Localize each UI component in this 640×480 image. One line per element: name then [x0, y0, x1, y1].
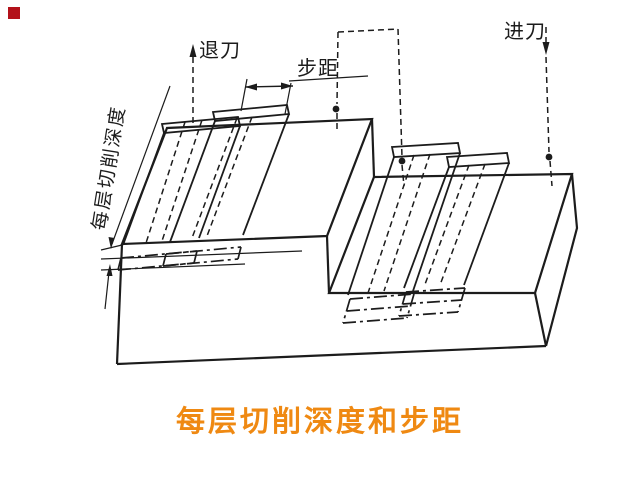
toolpath-pass-1	[117, 116, 242, 271]
toolpath-pass-3	[342, 142, 462, 324]
plunge-arrow	[542, 27, 553, 187]
step-distance-dimension	[240, 75, 369, 115]
retract-tool-label: 退刀	[199, 40, 241, 62]
plunge-tool-label: 进刀	[504, 21, 546, 43]
depth-dimension	[104, 85, 171, 310]
retract-arrow	[189, 44, 197, 126]
red-corner-marker	[8, 7, 20, 19]
toolpath-pass-2	[162, 104, 291, 267]
step-distance-label: 步距	[297, 58, 339, 80]
diagram-caption: 每层切削深度和步距	[175, 406, 464, 438]
toolpath-pass-4	[398, 152, 511, 317]
workpiece-outline	[100, 117, 579, 366]
rapid-traverse-path	[332, 28, 406, 187]
